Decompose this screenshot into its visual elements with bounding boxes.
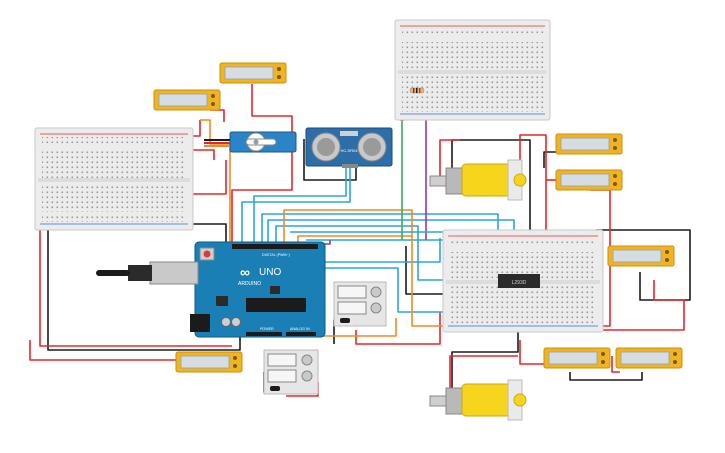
breadboard-left (34, 127, 194, 231)
breadboard-right: L293D (442, 229, 604, 333)
battery-pack-6 (543, 347, 611, 369)
sensor-model-label: HC-SR04 (340, 148, 358, 153)
wire-black (543, 151, 558, 168)
wire-red (184, 149, 215, 160)
battery-pack-2 (219, 62, 287, 84)
battery-pack-4 (555, 169, 623, 191)
switch-module-1 (333, 281, 387, 327)
switch-module-2 (263, 349, 319, 395)
wire-red (611, 356, 620, 373)
wire-black (596, 229, 691, 301)
wire-blue (241, 168, 351, 244)
dc-motor-top (429, 159, 527, 201)
wire-black (451, 139, 531, 232)
power-label: POWER (260, 327, 274, 331)
wire-blue (261, 213, 499, 244)
wire-black (569, 372, 643, 381)
resistor (409, 87, 425, 94)
wire-black (303, 139, 357, 181)
battery-pack-7 (615, 347, 683, 369)
motor-driver-ic: L293D (498, 274, 540, 288)
wire-red (596, 280, 685, 331)
ultrasonic-sensor: HC-SR04 (305, 127, 393, 168)
breadboard-top (394, 19, 551, 121)
battery-pack-3 (555, 133, 623, 155)
wire-red (449, 355, 518, 394)
wire-red (355, 312, 441, 345)
wire-orange (297, 235, 412, 244)
wire-red (519, 340, 547, 365)
wire-red (39, 226, 232, 347)
wire-red (186, 160, 227, 195)
wire-black (184, 223, 227, 243)
battery-pack-1 (153, 89, 221, 111)
arduino-brand: ARDUINO (238, 281, 261, 287)
wire-blue (253, 168, 347, 244)
wire-blue (267, 219, 515, 244)
wire-red (519, 134, 547, 230)
ic-label: L293D (512, 280, 527, 286)
uno-label: UNO (259, 267, 281, 278)
wire-red (231, 84, 293, 244)
arduino-uno: ∞ UNO ARDUINO DIGITAL (PWM~) POWER ANALO… (96, 241, 326, 338)
wire-blue (310, 238, 441, 263)
dc-motor-bottom (429, 379, 527, 421)
battery-pack-5 (607, 245, 675, 267)
wire-orange (283, 209, 446, 327)
wire-red (210, 109, 225, 122)
infinity-logo-icon: ∞ (240, 264, 250, 280)
analog-label: ANALOG IN (290, 327, 310, 331)
wire-red (439, 139, 460, 180)
digital-label: DIGITAL (PWM~) (262, 253, 290, 257)
wire-black (47, 226, 241, 351)
battery-pack-8 (175, 351, 243, 373)
servo-motor (204, 131, 297, 153)
